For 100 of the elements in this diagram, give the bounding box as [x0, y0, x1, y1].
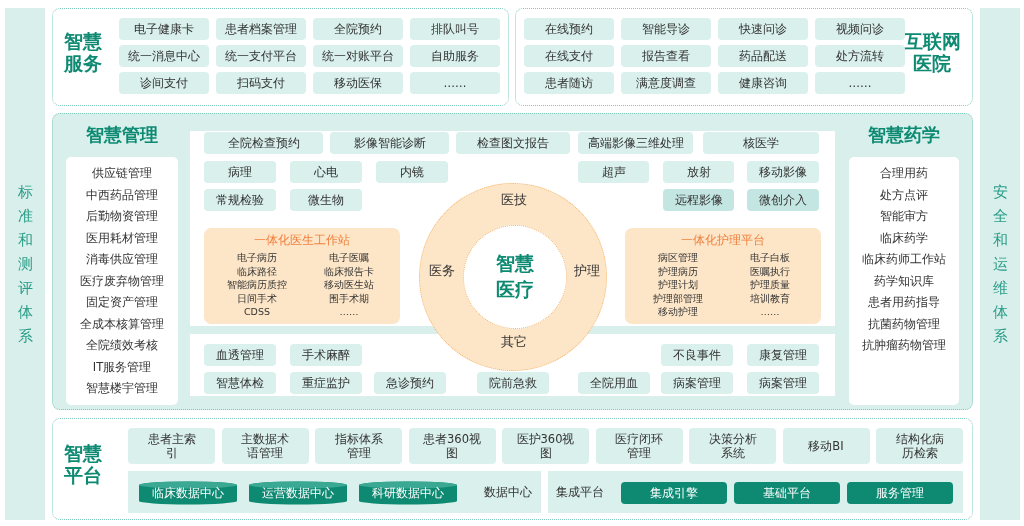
column-title: 智慧管理 — [85, 125, 159, 146]
module-tile: 微生物 — [290, 189, 362, 211]
feature-text: 移动护理 — [657, 306, 699, 319]
feature-text: 电子病历 — [236, 252, 278, 265]
list-item: 患者用药指导 — [867, 294, 941, 311]
module-tile: 血透管理 — [204, 344, 276, 366]
platform-label: 集成平台 — [556, 483, 604, 501]
list-item: 中西药品管理 — [85, 186, 159, 204]
list-item: 全成本核算管理 — [79, 315, 165, 333]
list-item: 智能审方 — [879, 208, 929, 225]
ring-label: 医务 — [429, 262, 455, 280]
module-tile: 在线预约 — [524, 18, 614, 40]
feature-text: 护理病历 — [657, 265, 699, 279]
module-tile: 电子健康卡 — [119, 18, 209, 40]
module-tile: 移动影像 — [747, 161, 819, 183]
feature-text: 电子白板 — [749, 252, 791, 265]
module-tile: 智慧体检 — [204, 372, 276, 394]
database-cylinder: 临床数据中心 — [138, 481, 238, 505]
ring-label: 其它 — [501, 333, 527, 351]
list-item: 临床药学 — [879, 229, 929, 247]
feature-text: 围手术期 — [328, 292, 370, 306]
feature-text: 病区管理 — [657, 252, 699, 265]
side-band — [5, 8, 45, 520]
list-item: 合理用药 — [879, 165, 929, 182]
module-tile: 在线支付 — [524, 45, 614, 67]
list-item: 后勤物资管理 — [85, 208, 159, 225]
module-tile: 急诊预约 — [374, 372, 446, 394]
module-tile: 移动医保 — [313, 72, 403, 94]
feature-text: 医嘱执行 — [749, 265, 791, 279]
module-tile: …… — [815, 72, 905, 94]
platform-bar — [548, 471, 963, 513]
workstation-card — [204, 228, 400, 324]
module-tile: 远程影像 — [663, 189, 734, 211]
module-tile: 患者档案管理 — [216, 18, 306, 40]
module-tile: 超声 — [578, 161, 649, 183]
module-tile: 快速问诊 — [718, 18, 808, 40]
panel-title: 智慧服务 — [63, 31, 103, 75]
module-tile: 内镜 — [376, 161, 448, 183]
module-tile: 放射 — [663, 161, 734, 183]
database-cylinder: 科研数据中心 — [358, 481, 458, 505]
module-tile: 医疗闭环管理 — [595, 428, 683, 464]
module-tile: 决策分析系统 — [689, 428, 776, 464]
module-tile: …… — [410, 72, 500, 94]
module-tile: 结构化病历检索 — [876, 428, 963, 464]
module-tile: 主数据术语管理 — [221, 428, 309, 464]
panel-title: 互联网医院 — [902, 31, 962, 75]
list-item: 医疗废弃物管理 — [79, 272, 165, 290]
module-tile: 处方流转 — [815, 45, 905, 67]
database-cylinder: 运营数据中心 — [248, 481, 348, 505]
list-item: 抗肿瘤药物管理 — [861, 337, 947, 354]
ring-label: 护理 — [574, 262, 600, 280]
module-tile: 排队叫号 — [410, 18, 500, 40]
module-button: 服务管理 — [847, 482, 953, 504]
feature-text: 日间手术 — [236, 292, 278, 306]
module-tile: 健康咨询 — [718, 72, 808, 94]
panel-title: 智慧平台 — [63, 443, 103, 487]
module-tile: 检查图文报告 — [456, 132, 570, 154]
module-tile: 全院预约 — [313, 18, 403, 40]
module-tile: 统一支付平台 — [216, 45, 306, 67]
feature-text: CDSS — [243, 306, 271, 317]
center-circle: 智慧医疗 — [463, 225, 567, 329]
module-tile: 患者360视图 — [408, 428, 496, 464]
card-title: 一体化医生工作站 — [253, 232, 351, 249]
module-tile: 手术麻醉 — [290, 344, 362, 366]
platform-label: 数据中心 — [484, 483, 532, 501]
module-tile: 病案管理 — [661, 372, 733, 394]
module-tile: 诊间支付 — [119, 72, 209, 94]
feature-text: 智能病历质控 — [226, 279, 288, 292]
module-panel — [52, 113, 973, 410]
feature-text: 护理部管理 — [652, 292, 704, 306]
module-tile: 患者主索引 — [128, 428, 215, 464]
module-tile: 统一对账平台 — [313, 45, 403, 67]
module-tile: 满意度调查 — [621, 72, 711, 94]
feature-text: …… — [338, 306, 360, 317]
list-item: 智慧楼宇管理 — [85, 380, 159, 397]
module-tile: 扫码支付 — [216, 72, 306, 94]
feature-text: 临床路径 — [236, 265, 278, 279]
module-button: 集成引擎 — [621, 482, 727, 504]
module-tile: 智能导诊 — [621, 18, 711, 40]
module-tile: 视频问诊 — [815, 18, 905, 40]
workstation-card — [625, 228, 821, 324]
list-item: 临床药师工作站 — [861, 251, 947, 268]
module-tile: 高端影像三维处理 — [578, 132, 693, 154]
module-tile: 报告查看 — [621, 45, 711, 67]
feature-text: 护理质量 — [749, 279, 791, 292]
list-item: 处方点评 — [879, 186, 929, 204]
feature-text: 临床报告卡 — [323, 265, 375, 279]
module-tile: 统一消息中心 — [119, 45, 209, 67]
feature-text: 培训教育 — [749, 292, 791, 306]
module-tile: 移动BI — [782, 428, 870, 464]
module-tile: 重症监护 — [290, 372, 362, 394]
list-item: 抗菌药物管理 — [867, 315, 941, 333]
ring-label: 医技 — [501, 191, 527, 209]
module-tile: 常规检验 — [204, 189, 276, 211]
module-tile: 全院检查预约 — [204, 132, 323, 154]
card-title: 一体化护理平台 — [680, 232, 766, 249]
module-tile: 病案管理 — [747, 372, 819, 394]
column-title: 智慧药学 — [867, 125, 941, 146]
list-item: IT服务管理 — [91, 358, 153, 376]
feature-text: 移动医生站 — [323, 279, 375, 292]
